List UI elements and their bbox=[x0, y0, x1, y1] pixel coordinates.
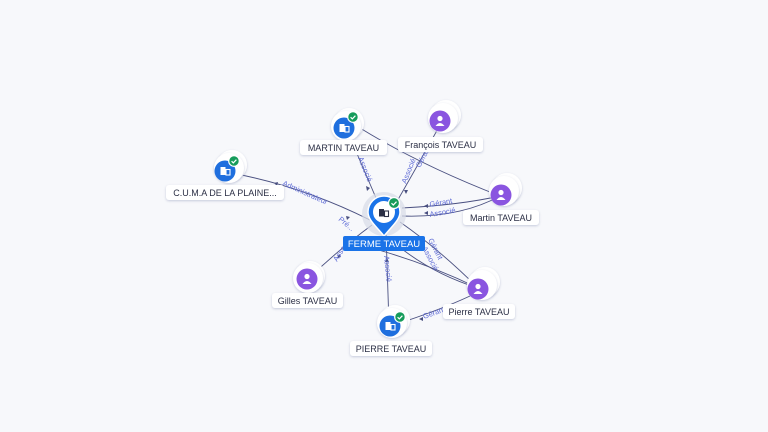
node-label-francois: François TAVEAU bbox=[398, 137, 483, 152]
node-label-martin-company: MARTIN TAVEAU bbox=[300, 140, 387, 155]
check-badge-icon bbox=[394, 311, 406, 323]
edge-cuma-center bbox=[225, 171, 371, 221]
node-label-text: Pierre TAVEAU bbox=[448, 307, 509, 317]
edge-arrow bbox=[404, 190, 408, 194]
edge-label-president: Pré... bbox=[337, 215, 357, 233]
building-icon bbox=[339, 124, 350, 133]
center-label: FERME TAVEAU bbox=[343, 236, 425, 251]
person-node-gilles-taveau[interactable] bbox=[293, 261, 325, 293]
building-icon bbox=[385, 322, 396, 331]
check-badge-icon bbox=[347, 111, 359, 123]
edge-arrow bbox=[366, 186, 370, 191]
check-badge-icon bbox=[228, 155, 240, 167]
person-icon bbox=[302, 273, 312, 284]
node-label-text: MARTIN TAVEAU bbox=[308, 143, 379, 153]
person-node-pierre-taveau[interactable] bbox=[467, 267, 500, 300]
edge-arrow bbox=[337, 254, 341, 258]
node-label-text: C.U.M.A DE LA PLAINE... bbox=[173, 188, 277, 198]
building-icon bbox=[220, 167, 231, 176]
node-label-text: François TAVEAU bbox=[405, 140, 477, 150]
edge-arrow bbox=[424, 211, 428, 215]
edge-arrow bbox=[346, 216, 350, 220]
company-node-pierre-taveau[interactable] bbox=[377, 305, 410, 338]
node-label-cuma: C.U.M.A DE LA PLAINE... bbox=[166, 185, 284, 200]
edge-label-associe: Associé bbox=[429, 206, 456, 219]
edge-label-associe: Associé bbox=[356, 155, 374, 183]
edge-label-administrateur: Administrateur bbox=[281, 179, 329, 207]
check-badge-icon bbox=[387, 196, 401, 210]
edge-arrows bbox=[274, 182, 428, 321]
company-node-cuma[interactable] bbox=[214, 150, 247, 183]
node-label-text: Gilles TAVEAU bbox=[278, 296, 338, 306]
node-label-martin-person: Martin TAVEAU bbox=[463, 210, 539, 225]
person-icon bbox=[473, 283, 483, 294]
edge-label-gerant: Gérant bbox=[429, 196, 454, 209]
company-node-martin-taveau[interactable] bbox=[331, 108, 364, 141]
edge-arrow bbox=[419, 317, 423, 321]
edge-martin-person-center-2 bbox=[401, 195, 501, 217]
edge-francois-martin-person bbox=[359, 127, 501, 197]
building-icon bbox=[379, 209, 390, 218]
person-icon bbox=[496, 189, 506, 200]
node-label-pierre-company: PIERRE TAVEAU bbox=[350, 341, 432, 356]
edge-arrow bbox=[385, 258, 389, 262]
center-company-node[interactable] bbox=[362, 192, 406, 238]
edge-arrow bbox=[424, 204, 428, 208]
person-node-martin-taveau[interactable] bbox=[489, 173, 522, 206]
center-label-text: FERME TAVEAU bbox=[348, 239, 420, 250]
node-label-gilles: Gilles TAVEAU bbox=[272, 293, 343, 308]
person-icon bbox=[435, 115, 445, 126]
person-node-francois-taveau[interactable] bbox=[428, 100, 461, 133]
node-label-text: PIERRE TAVEAU bbox=[356, 344, 427, 354]
node-label-pierre-person: Pierre TAVEAU bbox=[443, 304, 515, 319]
node-label-text: Martin TAVEAU bbox=[470, 213, 532, 223]
edge-label-associe: Associé bbox=[382, 255, 394, 282]
